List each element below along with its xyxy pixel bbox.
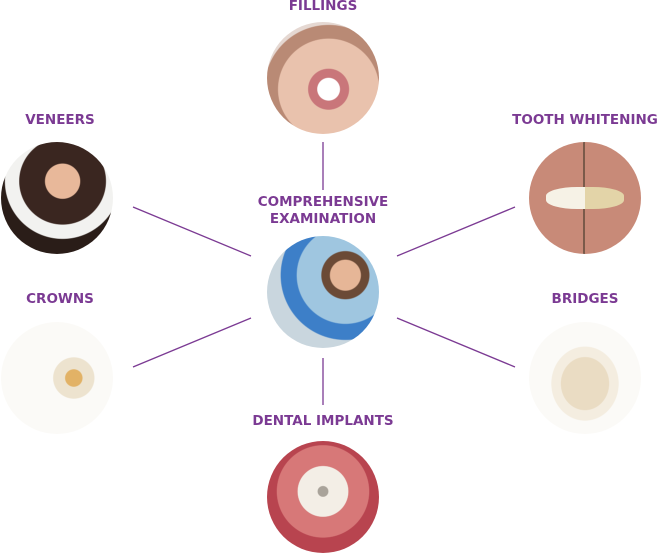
fillings-image[interactable] — [267, 22, 379, 134]
crowns-label: CROWNS — [26, 291, 94, 307]
tooth-whitening-label: TOOTH WHITENING — [512, 112, 657, 128]
center-label-line1: COMPREHENSIVE — [257, 194, 389, 210]
fillings-label: FILLINGS — [288, 0, 358, 14]
connector-bridges — [396, 317, 516, 368]
crowns-image[interactable] — [1, 322, 113, 434]
comprehensive-examination-image[interactable] — [267, 236, 379, 348]
center-label-line2: EXAMINATION — [269, 211, 377, 227]
dental-implants-image[interactable] — [267, 441, 379, 553]
dental-implants-label: DENTAL IMPLANTS — [252, 413, 394, 429]
connector-veneers — [132, 206, 252, 257]
connector-whitening — [396, 206, 516, 257]
bridges-label: BRIDGES — [551, 291, 619, 307]
bridges-image[interactable] — [529, 322, 641, 434]
veneers-label: VENEERS — [25, 112, 95, 128]
tooth-whitening-image[interactable] — [529, 142, 641, 254]
connector-crowns — [132, 317, 252, 368]
veneers-image[interactable] — [1, 142, 113, 254]
